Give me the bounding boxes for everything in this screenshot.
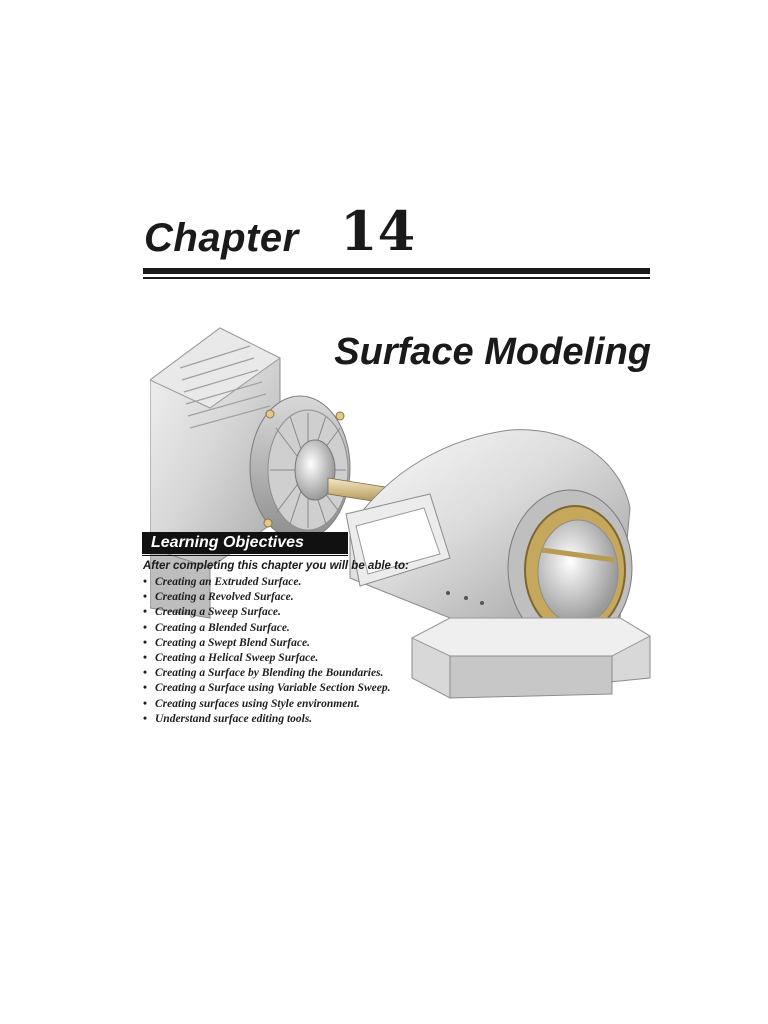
objectives-intro: After completing this chapter you will b… bbox=[143, 560, 409, 572]
motor-housing bbox=[150, 327, 281, 619]
bullet-icon: • bbox=[143, 636, 148, 649]
chapter-number: 14 bbox=[340, 199, 416, 263]
chapter-heading: Chapter 14 bbox=[142, 204, 652, 266]
list-item: •Creating a Surface using Variable Secti… bbox=[143, 681, 390, 696]
learning-objectives-bar: Learning Objectives bbox=[142, 532, 348, 554]
list-item: •Understand surface editing tools. bbox=[143, 712, 390, 727]
learning-objectives-rule bbox=[142, 555, 348, 556]
list-item: •Creating an Extruded Surface. bbox=[143, 575, 390, 590]
pump-base bbox=[410, 617, 652, 699]
learning-objectives-heading: Learning Objectives bbox=[151, 534, 304, 551]
bullet-icon: • bbox=[143, 606, 148, 619]
bullet-icon: • bbox=[143, 652, 148, 665]
list-item: •Creating a Surface by Blending the Boun… bbox=[143, 666, 390, 681]
list-item: •Creating a Sweep Surface. bbox=[143, 605, 390, 620]
motor-flange bbox=[249, 395, 351, 541]
chapter-word: Chapter bbox=[144, 216, 299, 260]
list-item: •Creating surfaces using Style environme… bbox=[143, 697, 390, 712]
motor-pump-assembly-illustration bbox=[150, 327, 652, 699]
heading-rule-thin bbox=[143, 277, 650, 279]
chapter-title: Surface Modeling bbox=[334, 331, 651, 373]
list-item: •Creating a Helical Sweep Surface. bbox=[143, 651, 390, 666]
list-item: •Creating a Swept Blend Surface. bbox=[143, 636, 390, 651]
bullet-icon: • bbox=[143, 667, 148, 680]
bullet-icon: • bbox=[143, 697, 148, 710]
bearing-ring bbox=[507, 489, 633, 647]
bullet-icon: • bbox=[143, 682, 148, 695]
heading-rule-thick bbox=[143, 268, 650, 274]
list-item: •Creating a Revolved Surface. bbox=[143, 590, 390, 605]
bullet-icon: • bbox=[143, 712, 148, 725]
bullet-icon: • bbox=[143, 621, 148, 634]
bullet-icon: • bbox=[143, 576, 148, 588]
bullet-icon: • bbox=[143, 591, 148, 604]
list-item: •Creating a Blended Surface. bbox=[143, 621, 390, 636]
objectives-list: •Creating an Extruded Surface. •Creating… bbox=[143, 575, 390, 727]
